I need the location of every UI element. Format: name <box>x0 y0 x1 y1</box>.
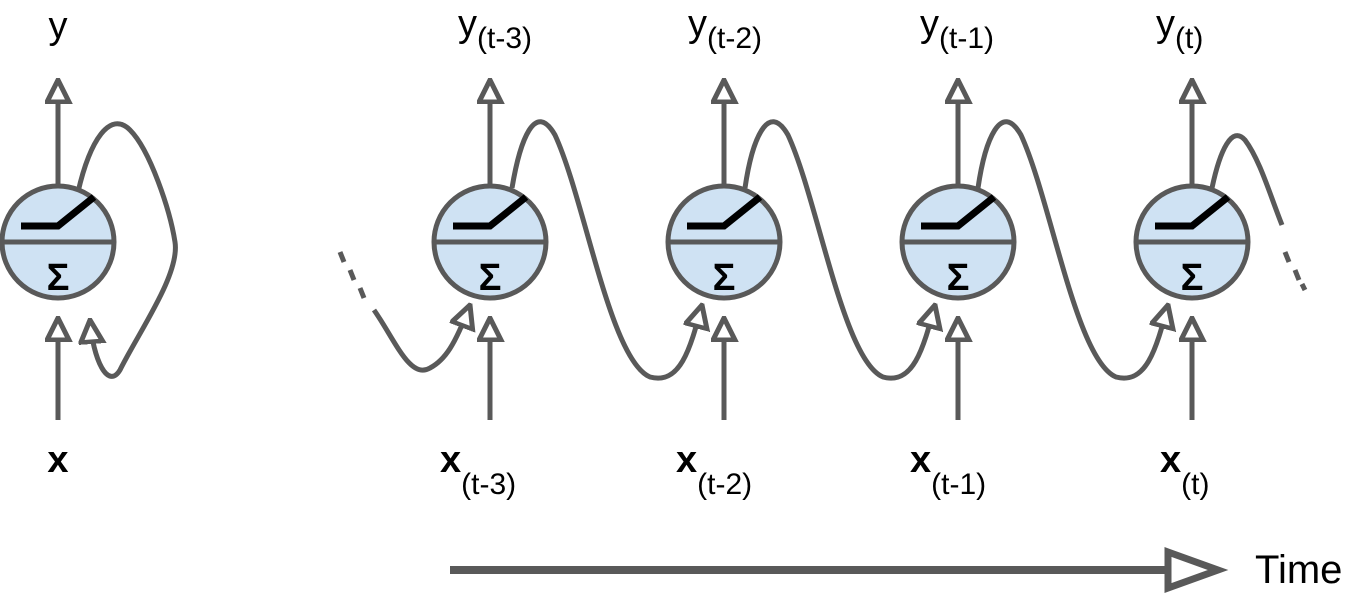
output-label-t-minus-1: y(t-1) <box>920 3 994 55</box>
folded-neuron-unit: Σ <box>0 183 117 301</box>
relu-icon <box>21 194 97 230</box>
output-label-t: y(t) <box>1156 3 1203 55</box>
trailing-ellipsis <box>1282 251 1308 292</box>
sum-symbol: Σ <box>713 257 736 299</box>
time-step-t-minus-3: Σ y(t-3) x(t-3) <box>431 3 549 501</box>
output-label-t-minus-3: y(t-3) <box>458 3 532 55</box>
relu-icon <box>453 194 529 230</box>
relu-icon <box>921 194 997 230</box>
sum-symbol: Σ <box>947 257 970 299</box>
time-step-t: Σ y(t) x(t) <box>1133 3 1251 501</box>
time-axis: Time <box>450 547 1342 593</box>
input-label-t-minus-2: x(t-2) <box>676 439 752 501</box>
sum-symbol: Σ <box>47 257 70 299</box>
sum-symbol: Σ <box>1181 257 1204 299</box>
time-step-t-minus-2: Σ y(t-2) x(t-2) <box>665 3 783 501</box>
input-label-t-minus-3: x(t-3) <box>440 439 516 501</box>
folded-neuron: Σ y x <box>0 5 178 481</box>
folded-output-label: y <box>49 5 68 47</box>
leading-ellipsis <box>337 251 367 299</box>
input-label-t: x(t) <box>1160 439 1209 501</box>
recurrent-connection-t1-t <box>975 119 1168 381</box>
recurrent-connection-t2-t1 <box>742 119 935 381</box>
time-arrow-head <box>1164 547 1229 593</box>
recurrent-connection-out <box>1209 133 1285 226</box>
recurrent-connection-t3-t2 <box>509 119 702 381</box>
sum-symbol: Σ <box>479 257 502 299</box>
unrolled-network: Σ y(t-3) x(t-3) Σ y(t-2) x(t-2) Σ y(t-1)… <box>337 3 1308 501</box>
time-step-t-minus-1: Σ y(t-1) x(t-1) <box>899 3 1017 501</box>
folded-recurrent-loop <box>75 121 178 379</box>
input-label-t-minus-1: x(t-1) <box>910 439 986 501</box>
recurrent-connection-in <box>371 305 470 373</box>
relu-icon <box>1155 194 1231 230</box>
time-label: Time <box>1255 548 1342 592</box>
output-label-t-minus-2: y(t-2) <box>688 3 762 55</box>
relu-icon <box>687 194 763 230</box>
folded-input-label: x <box>47 439 68 481</box>
